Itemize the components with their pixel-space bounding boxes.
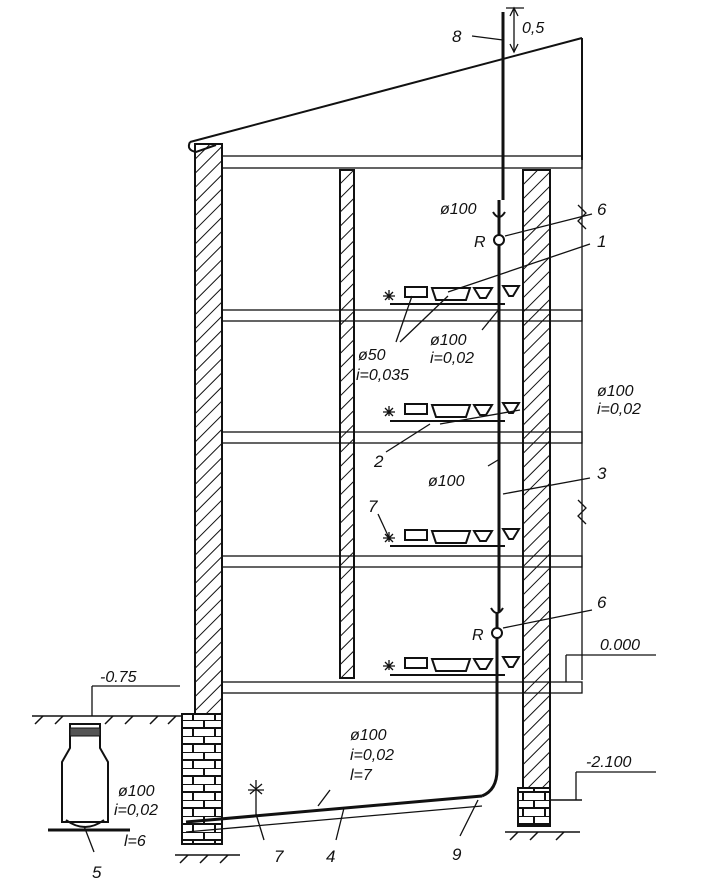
floor-drain-icon <box>383 406 395 417</box>
label-slope-well: i=0,02 <box>114 802 158 819</box>
fixtures-floor-1 <box>383 656 521 676</box>
label-5: 5 <box>92 863 102 882</box>
left-exterior-wall <box>194 143 223 715</box>
roof-slab <box>221 155 583 169</box>
label-revision-upper: R <box>474 234 486 251</box>
toilet-icon <box>472 530 494 542</box>
revision-fitting-upper <box>493 234 505 246</box>
slab-floor-1 <box>221 681 583 694</box>
label-6-lower: 6 <box>597 593 607 612</box>
sink-icon <box>501 285 521 297</box>
label-diameter-top: ø100 <box>440 201 477 218</box>
reducer-lower <box>490 607 504 614</box>
label-revision-lower: R <box>472 627 484 644</box>
sink-icon <box>501 656 521 668</box>
left-foundation <box>181 713 223 845</box>
fixtures-floor-2 <box>383 528 521 547</box>
floor-drain-icon <box>383 660 395 671</box>
right-exterior-wall <box>522 169 551 789</box>
label-4: 4 <box>326 847 335 866</box>
revision-fitting-lower <box>491 627 503 639</box>
label-8: 8 <box>452 27 462 46</box>
label-level-floor: 0.000 <box>600 637 640 654</box>
label-slope-right: i=0,02 <box>597 401 641 418</box>
label-9: 9 <box>452 845 462 864</box>
sink-icon <box>501 528 521 540</box>
washbasin-icon <box>404 657 428 669</box>
label-level-base: -2.100 <box>586 754 631 771</box>
label-level-ground: -0.75 <box>100 669 137 686</box>
outlet-pipe <box>185 794 483 833</box>
well-cover <box>69 727 101 737</box>
fixtures-floor-3 <box>383 402 521 422</box>
label-slope-floor4: i=0,02 <box>430 350 474 367</box>
label-diameter-right: ø100 <box>597 383 634 400</box>
label-diameter-well: ø100 <box>118 783 155 800</box>
toilet-icon <box>472 404 494 416</box>
label-3: 3 <box>597 464 607 483</box>
bathtub-icon <box>430 658 472 672</box>
well-shaft <box>61 723 109 823</box>
label-1: 1 <box>597 232 606 251</box>
labels: 8 0,5 ø100 6 R 1 ø50 i=0,035 ø100 i=0,02… <box>92 20 641 882</box>
outlet-pipe-line <box>185 794 483 824</box>
label-diameter-mid: ø100 <box>428 473 465 490</box>
interior-wall <box>339 169 355 679</box>
reducer-upper <box>492 211 506 218</box>
outlet-pipe-line-lower <box>185 805 483 833</box>
building-structure <box>32 37 587 864</box>
sewer-riser <box>481 6 524 798</box>
label-slope-outlet: i=0,02 <box>350 747 394 764</box>
label-diameter-outlet: ø100 <box>350 727 387 744</box>
floor-drain-icon <box>383 290 395 301</box>
label-7-upper: 7 <box>368 497 378 516</box>
label-length-7: l=7 <box>350 767 373 784</box>
roof-slope <box>189 37 583 143</box>
label-2: 2 <box>373 452 384 471</box>
leader-lines <box>83 35 656 853</box>
label-7-lower: 7 <box>274 847 284 866</box>
bathtub-icon <box>430 287 472 301</box>
riser-bend <box>481 769 499 798</box>
washbasin-icon <box>404 403 428 415</box>
label-length-6: l=6 <box>124 833 146 850</box>
right-foundation <box>517 787 551 827</box>
bathtub-icon <box>430 404 472 418</box>
sink-icon <box>501 402 521 414</box>
toilet-icon <box>472 658 494 670</box>
bathtub-icon <box>430 530 472 544</box>
washbasin-icon <box>404 529 428 541</box>
label-6-upper: 6 <box>597 200 607 219</box>
label-diameter-floor4: ø100 <box>430 332 467 349</box>
label-diameter-50: ø50 <box>358 347 386 364</box>
label-vent-extension: 0,5 <box>522 20 544 37</box>
basement-floor-drain-icon <box>248 780 264 816</box>
ground-hatching <box>32 715 582 864</box>
toilet-icon <box>472 287 494 299</box>
washbasin-icon <box>404 286 428 298</box>
label-slope-0035: i=0,035 <box>356 367 409 384</box>
